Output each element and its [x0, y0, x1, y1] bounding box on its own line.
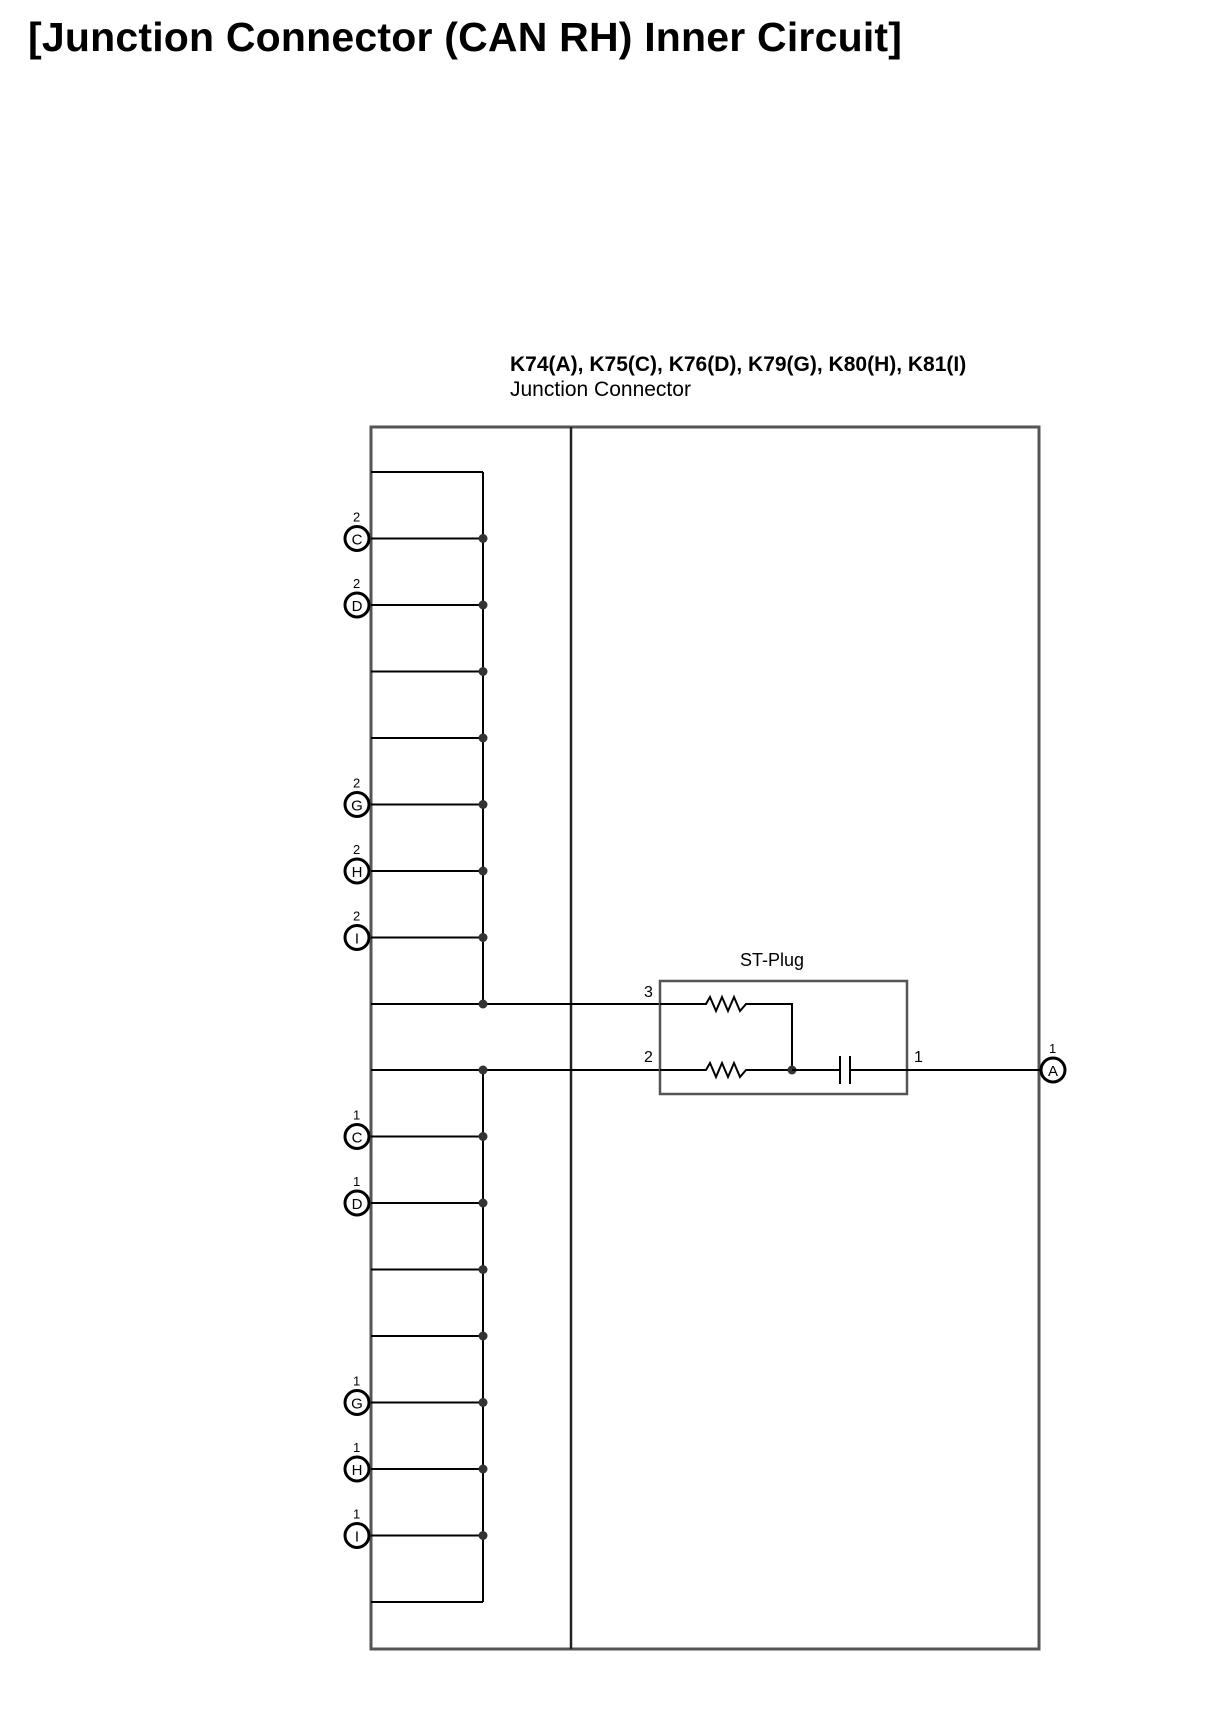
terminal-g-1: G1 — [343, 1374, 371, 1416]
st-plug-box — [658, 979, 909, 1096]
connector-frame — [369, 425, 1041, 1651]
upper-bus-node — [478, 600, 488, 610]
terminal-letter: D — [352, 598, 363, 615]
terminal-letter: G — [351, 798, 363, 815]
terminal-circle — [343, 1123, 371, 1150]
terminal-g-2: G2 — [343, 776, 371, 818]
bus-rows — [371, 471, 488, 1603]
st-plug-pin-1: 1 — [914, 1049, 923, 1066]
terminal-pin: 1 — [353, 1174, 360, 1189]
connector-ids-label: K74(A), K75(C), K76(D), K79(G), K80(H), … — [510, 353, 967, 376]
junction-node-lower — [478, 1065, 488, 1075]
terminal-letter: D — [352, 1196, 363, 1213]
terminal-h-1: H1 — [343, 1440, 371, 1483]
terminal-pin: 1 — [353, 1374, 360, 1389]
lower-bus-node — [478, 1265, 488, 1274]
terminal-circle — [343, 525, 371, 552]
terminal-circle — [343, 1189, 371, 1217]
st-plug-resistor-lower — [660, 1060, 792, 1080]
terminal-pin: 2 — [353, 776, 360, 791]
upper-bus-node — [478, 733, 488, 743]
terminal-pin: 1 — [353, 1440, 360, 1455]
lower-bus-node — [478, 1464, 488, 1474]
terminal-c-1: C1 — [343, 1108, 371, 1150]
terminal-i-2: I2 — [343, 909, 371, 951]
terminal-a-pin: 1 — [1049, 1041, 1056, 1056]
terminal-letter: H — [352, 864, 363, 881]
terminal-circle — [343, 1522, 371, 1549]
page-title: [Junction Connector (CAN RH) Inner Circu… — [28, 14, 903, 60]
lower-bus-node — [478, 1398, 488, 1407]
lower-bus-node — [478, 1132, 488, 1141]
st-plug-pin-3: 3 — [644, 984, 653, 1001]
lower-bus-node — [478, 1198, 488, 1208]
st-plug-resistor-upper — [660, 994, 793, 1070]
terminal-circle — [343, 791, 371, 818]
upper-bus-node — [478, 667, 488, 676]
terminal-d-1: D1 — [343, 1174, 371, 1217]
upper-bus-node — [478, 866, 488, 876]
terminal-circle — [343, 1455, 371, 1483]
lower-bus-node — [478, 1531, 488, 1540]
terminal-letter: G — [351, 1396, 363, 1413]
terminal-circle — [343, 924, 371, 951]
terminal-pin: 1 — [353, 1507, 360, 1522]
terminal-letter: H — [352, 1462, 363, 1479]
connector-name-label: Junction Connector — [510, 378, 691, 401]
junction-node-upper — [478, 999, 488, 1009]
st-plug-pin-2: 2 — [644, 1049, 653, 1066]
terminal-circle — [343, 591, 371, 619]
upper-bus-node — [478, 800, 488, 809]
terminal-pin: 2 — [353, 842, 360, 857]
terminal-circle — [343, 1389, 371, 1416]
terminal-d-2: D2 — [343, 576, 371, 619]
terminal-circle — [343, 857, 371, 885]
upper-bus-node — [478, 933, 488, 942]
terminal-pin: 2 — [353, 576, 360, 591]
terminal-pin: 2 — [353, 909, 360, 924]
upper-bus-node — [478, 534, 488, 543]
terminal-a-letter: A — [1048, 1063, 1058, 1080]
terminal-pin: 1 — [353, 1108, 360, 1123]
terminal-letter: I — [355, 1529, 359, 1546]
terminal-letter: I — [355, 931, 359, 948]
terminal-letter: C — [352, 1130, 363, 1147]
lower-bus-node — [478, 1331, 488, 1341]
st-plug-label: ST-Plug — [740, 950, 804, 970]
terminal-h-2: H2 — [343, 842, 371, 885]
terminal-a-1: A 1 — [1039, 1041, 1067, 1084]
terminal-i-1: I1 — [343, 1507, 371, 1549]
terminal-pin: 2 — [353, 510, 360, 525]
terminal-letter: C — [352, 532, 363, 549]
terminal-c-2: C2 — [343, 510, 371, 552]
